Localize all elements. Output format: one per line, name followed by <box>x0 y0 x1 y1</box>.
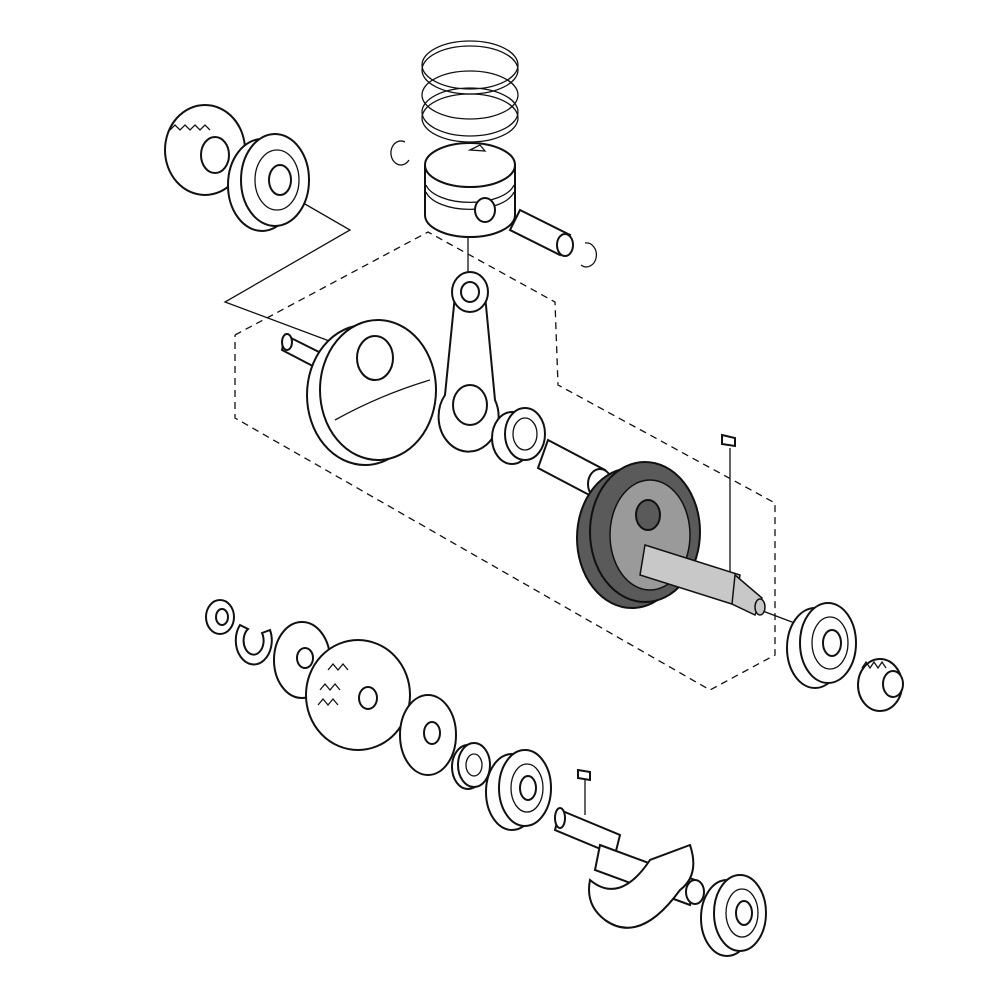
circlip-left[interactable] <box>390 140 410 166</box>
piston[interactable] <box>424 142 516 238</box>
woodruff-key-balancer[interactable] <box>577 768 591 782</box>
bearing-balancer-left[interactable] <box>485 749 552 831</box>
balancer-drive-gear[interactable] <box>305 639 411 751</box>
washer-middle[interactable] <box>399 694 457 776</box>
balancer-shaft[interactable] <box>553 807 705 929</box>
crank-flywheel-left[interactable] <box>280 319 437 466</box>
assembly-boundary-dashed <box>234 231 776 691</box>
needle-bearing[interactable] <box>491 407 546 465</box>
connecting-rod[interactable] <box>437 271 500 453</box>
piston-pin[interactable] <box>508 208 574 257</box>
drive-gear-top[interactable] <box>164 104 246 196</box>
circlip-right[interactable] <box>580 242 598 268</box>
spacer[interactable] <box>451 742 491 790</box>
nut[interactable] <box>205 599 235 635</box>
leader-line-bearing-left <box>223 199 352 343</box>
timing-gear-right[interactable] <box>857 658 904 712</box>
bearing-right[interactable] <box>786 602 857 689</box>
bearing-top-left[interactable] <box>227 133 310 232</box>
crank-flywheel-right-highlighted[interactable] <box>576 461 766 617</box>
woodruff-key-right[interactable] <box>721 433 736 448</box>
bearing-balancer-right[interactable] <box>700 874 767 957</box>
lock-washer[interactable] <box>234 623 273 666</box>
piston-rings[interactable] <box>421 40 519 143</box>
